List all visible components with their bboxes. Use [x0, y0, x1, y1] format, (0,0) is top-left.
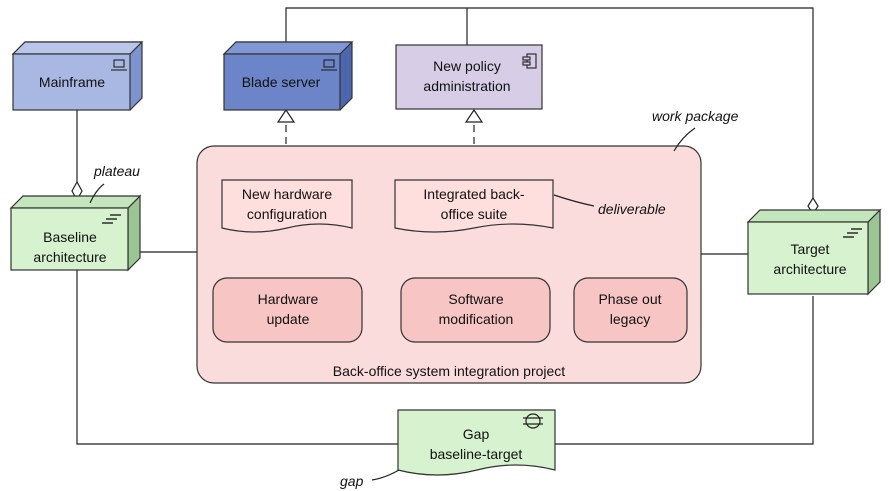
new-hw-config-label-2: configuration [247, 206, 327, 222]
gap-target-line [555, 296, 814, 445]
target-label-1: Target [791, 241, 830, 257]
plateau-icon [843, 228, 862, 238]
gap-label-2: baseline-target [430, 446, 523, 462]
baseline-gap-line [76, 270, 398, 445]
software-mod-label-1: Software [448, 291, 503, 307]
gap-pointer [371, 469, 400, 481]
hardware-update-process: Hardware update [212, 277, 363, 343]
project-label: Back-office system integration project [333, 363, 566, 379]
baseline-label-2: architecture [33, 249, 106, 265]
blade-server-node: Blade server [222, 41, 354, 111]
mainframe-node: Mainframe [11, 41, 144, 111]
plateau-icon [102, 214, 121, 224]
gap-element: Gap baseline-target [397, 409, 556, 476]
new-policy-component: New policy administration [395, 44, 543, 110]
hw-realization-head [276, 108, 296, 123]
gap-icon [523, 413, 543, 429]
phase-out-legacy-process: Phase out legacy [573, 277, 688, 343]
device-icon [111, 59, 127, 71]
software-mod-label-2: modification [439, 311, 514, 327]
phase-out-label-2: legacy [610, 311, 650, 327]
mainframe-label: Mainframe [39, 74, 105, 90]
integrated-suite-label-1: Integrated back- [423, 186, 525, 202]
annotations: work package plateau deliverable gap [89, 108, 739, 489]
work-package-pointer [673, 127, 696, 152]
plateau-annotation: plateau [93, 163, 140, 179]
hardware-update-label-1: Hardware [258, 291, 319, 307]
new-policy-label-1: New policy [433, 58, 501, 74]
new-policy-label-2: administration [423, 78, 510, 94]
integrated-suite-deliverable: Integrated back- office suite [394, 179, 554, 233]
device-icon [321, 59, 337, 71]
phase-out-label-1: Phase out [598, 291, 661, 307]
blade-server-label: Blade server [242, 74, 321, 90]
new-hardware-config-deliverable: New hardware configuration [221, 179, 353, 233]
deliverable-annotation: deliverable [598, 201, 666, 217]
baseline-label-1: Baseline [43, 229, 97, 245]
suite-realization-head [464, 108, 484, 123]
software-modification-process: Software modification [400, 277, 551, 343]
work-package-annotation: work package [652, 108, 739, 124]
gap-annotation: gap [340, 473, 364, 489]
gap-label-1: Gap [463, 426, 490, 442]
hardware-update-label-2: update [267, 311, 310, 327]
target-label-2: architecture [773, 261, 846, 277]
deliverable-pointer [553, 194, 595, 207]
baseline-plateau: Baseline architecture [9, 194, 142, 272]
new-hw-config-label-1: New hardware [242, 186, 332, 202]
component-icon [522, 53, 537, 69]
plateau-pointer [89, 183, 105, 204]
target-to-blade-line [285, 7, 814, 198]
target-plateau: Target architecture [746, 208, 882, 296]
integrated-suite-label-2: office suite [441, 206, 508, 222]
